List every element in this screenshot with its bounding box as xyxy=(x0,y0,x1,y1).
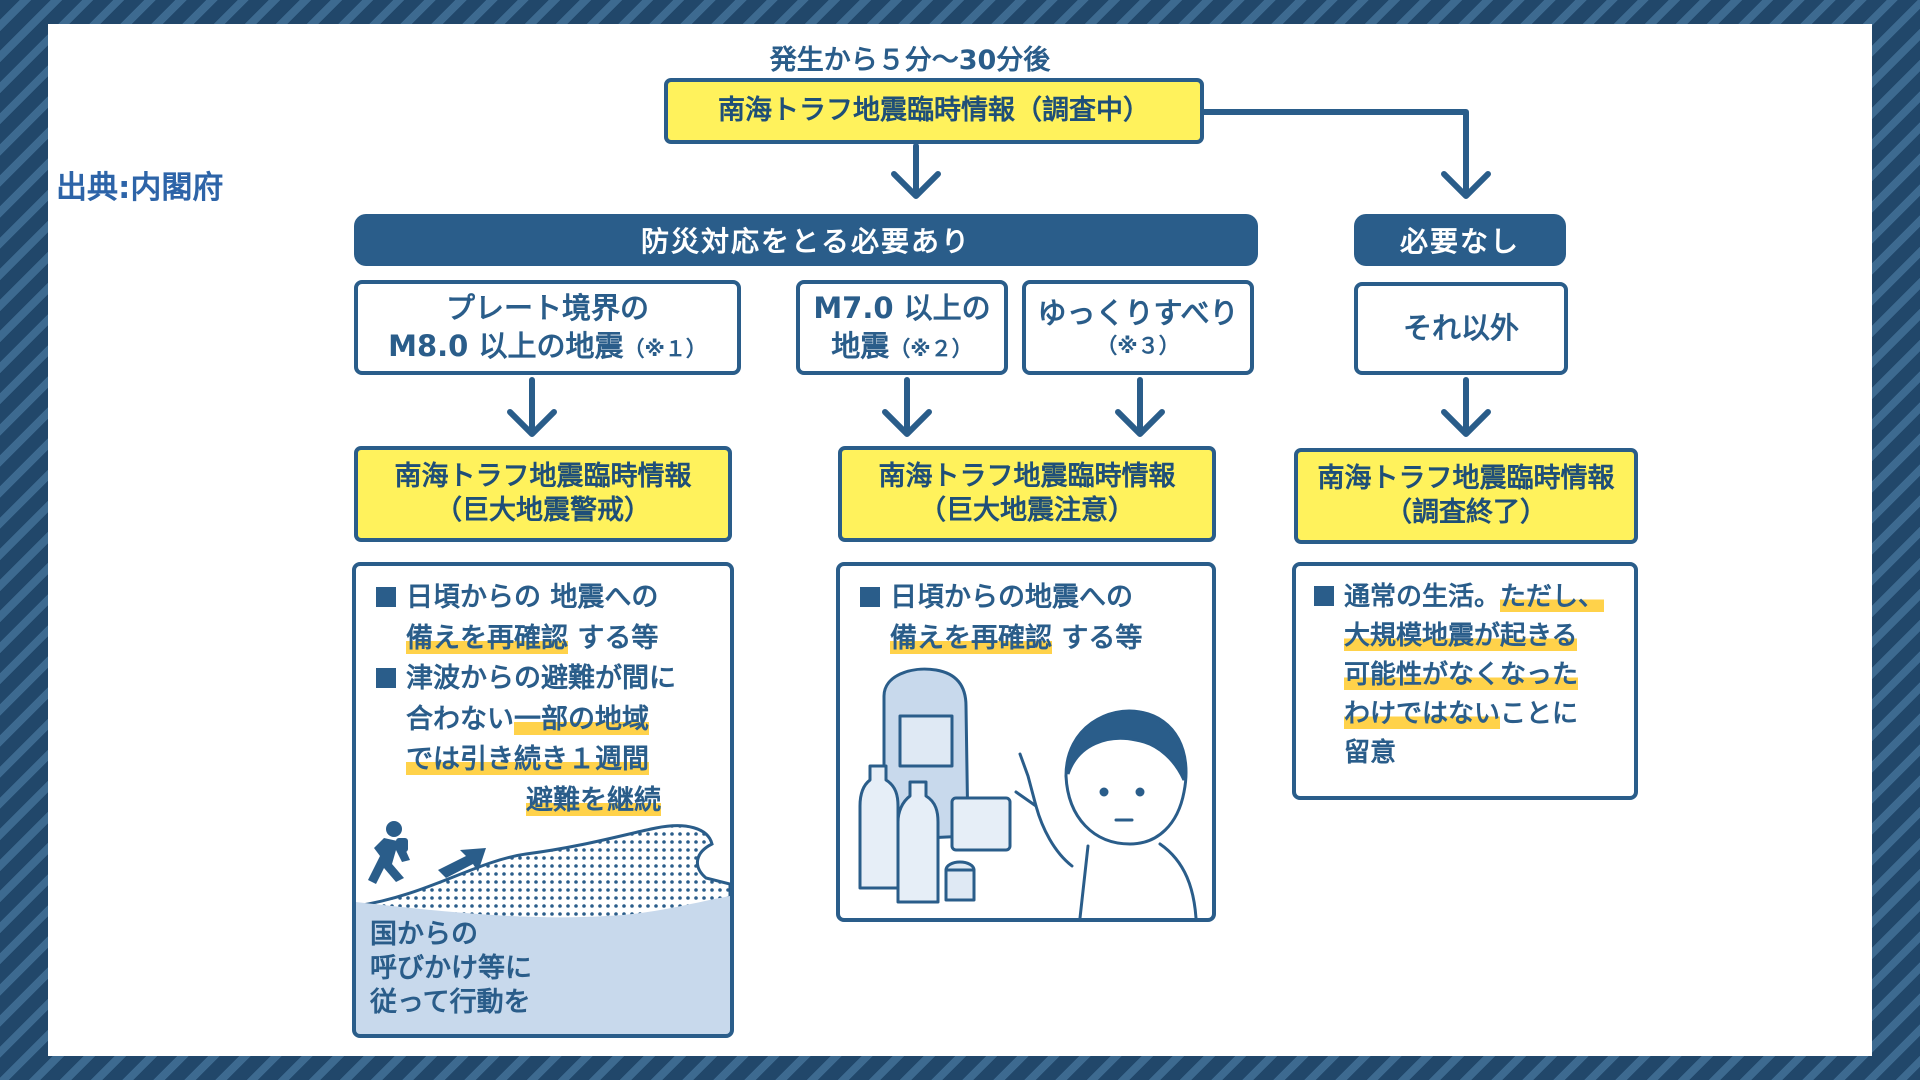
caution-bullet1-rest: する等 xyxy=(1052,622,1143,654)
tsunami-illustration xyxy=(356,821,730,1034)
warning-bullet2-line2-highlight: 一部の地域 xyxy=(514,703,649,735)
condition-m7-line2-wrap: 地震（※２） xyxy=(831,328,972,366)
not-required-bar-label: 必要なし xyxy=(1399,225,1520,258)
caption-line3: 従って行動を xyxy=(370,986,531,1018)
arrow-other-to-finished xyxy=(1441,377,1491,437)
bullet-square-icon xyxy=(860,587,880,607)
run-direction-arrow xyxy=(438,848,486,878)
warning-bullet2-line2-wrap: 合わない一部の地域 xyxy=(376,700,676,741)
condition-plate-note: （※１） xyxy=(623,336,707,361)
condition-plate-line2-wrap: M8.0 以上の地震（※１） xyxy=(388,328,707,366)
source-label: 出典:内閣府 xyxy=(56,170,224,206)
condition-slip-line1: ゆっくりすべり xyxy=(1037,296,1239,330)
top-info-label: 南海トラフ地震臨時情報（調査中） xyxy=(718,95,1150,127)
finished-line5-wrap: 留意 xyxy=(1314,734,1604,773)
action-card-caution: 日頃からの地震への 備えを再確認 する等 xyxy=(836,562,1216,922)
caption-line1: 国からの xyxy=(370,919,478,950)
woman-pointing-illustration xyxy=(1014,709,1198,918)
caption-line2: 呼びかけ等に xyxy=(370,952,532,984)
finished-line3: 可能性がなくなった xyxy=(1344,660,1579,690)
required-bar: 防災対応をとる必要あり xyxy=(354,214,1258,266)
result-finished-line2: （調査終了） xyxy=(1385,497,1547,528)
arrow-top-to-none xyxy=(1201,109,1491,199)
warning-bullet2-line4: 避難を継続 xyxy=(526,784,661,816)
bullet-square-icon xyxy=(1314,586,1334,606)
warning-bullet1-line2-wrap: 備えを再確認 する等 xyxy=(376,619,676,660)
finished-line1-wrap: 通常の生活。ただし、 xyxy=(1314,578,1605,617)
finished-text: 通常の生活。ただし、 大規模地震が起きる 可能性がなくなった わけではないことに… xyxy=(1314,578,1605,773)
arrow-plate-to-warning xyxy=(507,377,557,437)
top-info-box: 南海トラフ地震臨時情報（調査中） xyxy=(664,78,1204,144)
result-caution-line2: （巨大地震注意） xyxy=(919,495,1135,526)
government-call-caption: 国からの 呼びかけ等に 従って行動を xyxy=(370,918,532,1019)
warning-bullet2-line3-wrap: では引き続き１週間 xyxy=(376,740,676,781)
warning-bullet2-line1: 津波からの避難が間に xyxy=(406,663,676,694)
action-card-warning: 日頃からの 地震への 備えを再確認 する等 津波からの避難が間に 合わない一部の… xyxy=(352,562,734,1038)
finished-line1-plain: 通常の生活。 xyxy=(1344,582,1501,612)
condition-m7-line2: 地震 xyxy=(831,328,890,363)
preparedness-illustration xyxy=(858,667,1198,918)
arrow-slip-to-caution xyxy=(1115,377,1165,437)
condition-slow-slip: ゆっくりすべり （※３） xyxy=(1022,280,1254,375)
finished-line2: 大規模地震が起きる xyxy=(1344,621,1578,651)
warning-bullets: 日頃からの 地震への 備えを再確認 する等 津波からの避難が間に 合わない一部の… xyxy=(376,578,676,821)
caution-bullets: 日頃からの地震への 備えを再確認 する等 xyxy=(860,578,1142,659)
finished-line1-highlight: ただし、 xyxy=(1500,582,1605,612)
action-card-finished: 通常の生活。ただし、 大規模地震が起きる 可能性がなくなった わけではないことに… xyxy=(1292,562,1638,800)
water-bottle-icon-2 xyxy=(896,780,940,904)
condition-m7: M7.0 以上の 地震（※２） xyxy=(796,280,1008,375)
condition-slip-note: （※３） xyxy=(1096,333,1180,358)
caution-bullet1-highlight: 備えを再確認 xyxy=(890,622,1052,654)
condition-plate-line1: プレート境界の xyxy=(445,290,649,325)
bullet-square-icon xyxy=(376,668,396,688)
condition-other-label: それ以外 xyxy=(1402,310,1519,345)
warning-bullet1-rest: する等 xyxy=(568,622,659,654)
bullet-square-icon xyxy=(376,587,396,607)
finished-line4-rest: ことに xyxy=(1500,699,1579,729)
caution-bullet1-line1: 日頃からの地震への xyxy=(890,582,1133,613)
condition-m7-note: （※２） xyxy=(889,336,973,361)
wave-body xyxy=(356,896,730,1034)
finished-line2-wrap: 大規模地震が起きる xyxy=(1314,617,1604,656)
warning-bullet1-line1-wrap: 日頃からの 地震への xyxy=(376,578,676,619)
warning-bullet2-line2-plain: 合わない xyxy=(406,703,514,735)
condition-plate-line2: M8.0 以上の地震 xyxy=(388,328,624,363)
finished-line4-wrap: わけではないことに xyxy=(1314,695,1604,734)
result-finished-line1: 南海トラフ地震臨時情報 xyxy=(1317,463,1615,495)
timing-label: 発生から５分～30分後 xyxy=(769,45,1051,76)
warning-bullet2-line3: では引き続き１週間 xyxy=(406,744,649,775)
runner-icon xyxy=(368,821,410,884)
result-caution: 南海トラフ地震臨時情報 （巨大地震注意） xyxy=(838,446,1216,542)
caution-bullet1-line1-wrap: 日頃からの地震への xyxy=(860,578,1142,619)
not-required-bar: 必要なし xyxy=(1354,214,1566,266)
condition-plate-boundary: プレート境界の M8.0 以上の地震（※１） xyxy=(354,280,741,375)
required-bar-label: 防災対応をとる必要あり xyxy=(640,225,971,258)
arrow-top-to-required xyxy=(891,143,941,199)
result-finished: 南海トラフ地震臨時情報 （調査終了） xyxy=(1294,448,1638,544)
result-warning-line1: 南海トラフ地震臨時情報 xyxy=(394,461,692,493)
warning-bullet2-line4-wrap: 避難を継続 xyxy=(376,781,676,822)
condition-m7-line1: M7.0 以上の xyxy=(813,290,991,325)
warning-bullet2-line1-wrap: 津波からの避難が間に xyxy=(376,659,676,700)
warning-bullet1-highlight: 備えを再確認 xyxy=(406,622,568,654)
caution-bullet1-line2-wrap: 備えを再確認 する等 xyxy=(860,619,1142,660)
arrow-m7-to-caution xyxy=(882,377,932,437)
finished-line4-highlight: わけではない xyxy=(1344,699,1501,729)
canned-food-icon xyxy=(950,796,1012,852)
water-bottle-icon xyxy=(858,764,900,890)
result-warning: 南海トラフ地震臨時情報 （巨大地震警戒） xyxy=(354,446,732,542)
finished-line5: 留意 xyxy=(1344,738,1397,768)
result-warning-line2: （巨大地震警戒） xyxy=(435,495,651,526)
warning-bullet1-line1: 日頃からの 地震への xyxy=(406,582,659,613)
condition-other: それ以外 xyxy=(1354,282,1568,375)
result-caution-line1: 南海トラフ地震臨時情報 xyxy=(878,461,1176,493)
finished-line3-wrap: 可能性がなくなった xyxy=(1314,656,1604,695)
